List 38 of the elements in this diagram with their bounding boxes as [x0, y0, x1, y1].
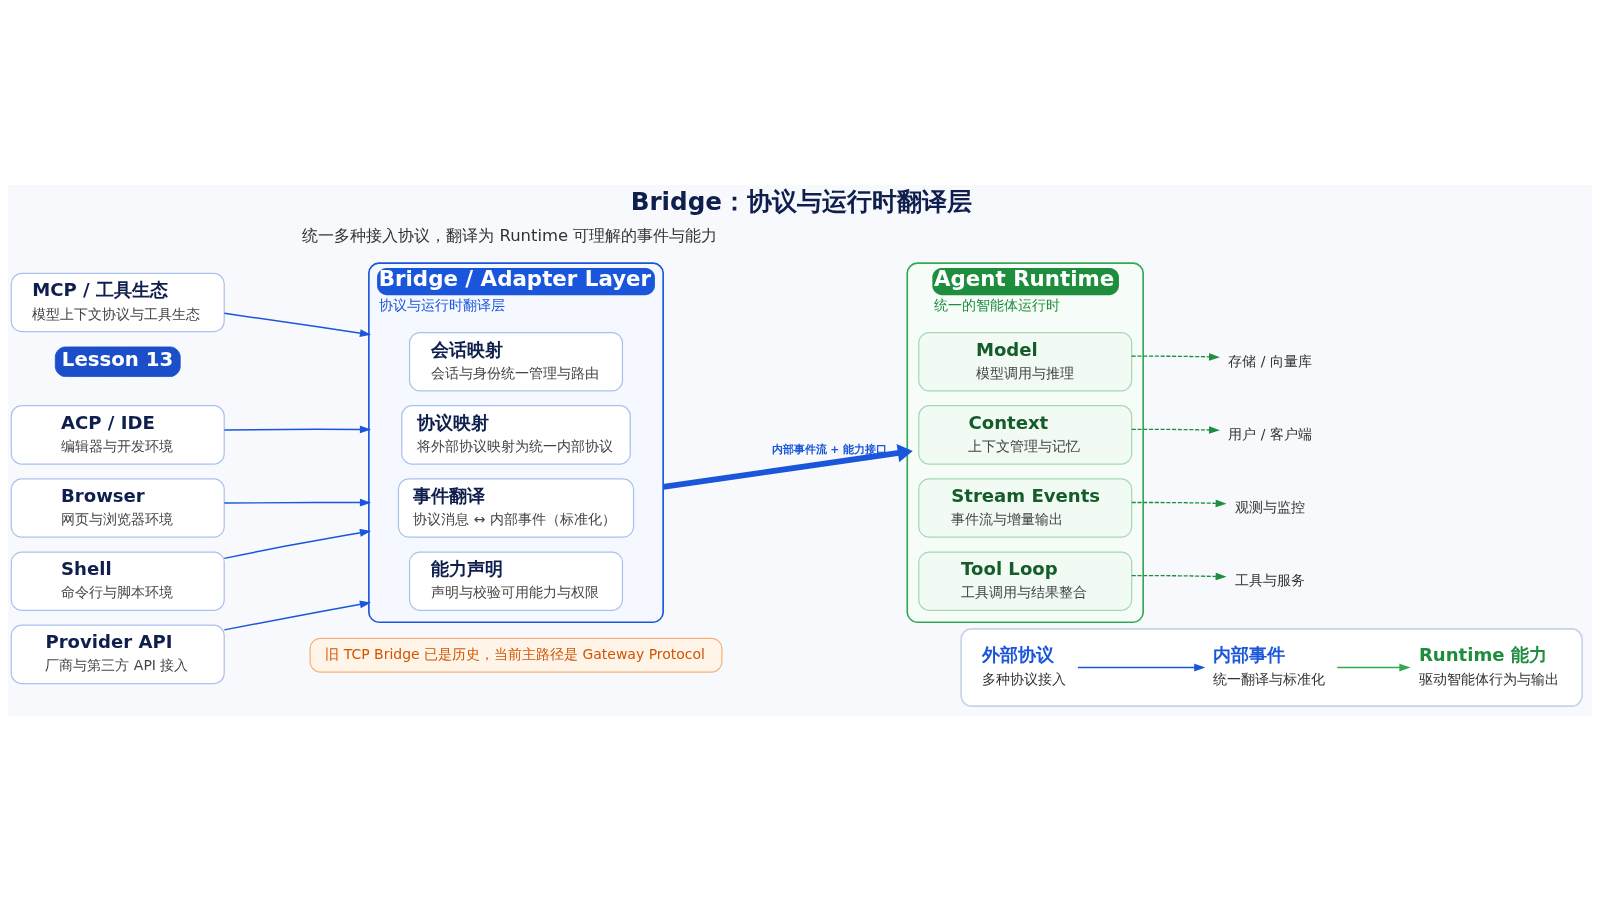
node-box: Provider API 厂商与第三方 API 接入	[10, 624, 225, 684]
node-text: 用户 / 客户端	[1228, 425, 1312, 442]
arrow	[223, 498, 372, 507]
node-box: Stream Events 事件流与增量输出	[918, 477, 1133, 538]
node-box: Shell 命令行与脚本环境	[10, 550, 225, 611]
node-text: 外部协议 多种协议接入	[982, 643, 1067, 687]
node-text: 观测与监控	[1234, 498, 1305, 515]
node-box: Browser 网页与浏览器环境	[10, 477, 225, 538]
node-box: 事件翻译 协议消息 ↔ 内部事件（标准化）	[397, 477, 635, 538]
arrow	[1077, 663, 1206, 671]
edge-label: 内部事件流 + 能力接口	[771, 442, 888, 456]
node-text: 工具与服务	[1234, 571, 1305, 588]
node-text: 存储 / 向量库	[1228, 352, 1312, 369]
node-text: 内部事件 统一翻译与标准化	[1213, 643, 1326, 687]
arrow	[223, 312, 372, 337]
arrow	[1131, 352, 1220, 361]
arrow	[1131, 499, 1227, 507]
diagram-title: Bridge：协议与运行时翻译层	[630, 186, 973, 216]
node-box: Tool Loop 工具调用与结果整合	[918, 550, 1133, 611]
node-box: 协议映射 将外部协议映射为统一内部协议	[401, 404, 631, 465]
node-box: 旧 TCP Bridge 已是历史，当前主路径是 Gateway Protocol	[309, 637, 723, 673]
node-box: MCP / 工具生态 模型上下文协议与工具生态	[10, 272, 225, 332]
arrow	[223, 425, 372, 433]
arrow	[1131, 425, 1220, 434]
arrow	[1131, 572, 1227, 580]
arrow	[1336, 663, 1411, 671]
node-text: Runtime 能力 驱动智能体行为与输出	[1418, 643, 1559, 687]
arrow	[223, 528, 372, 559]
label: 统一多种接入协议，翻译为 Runtime 可理解的事件与能力	[302, 225, 718, 245]
cluster	[960, 627, 1583, 707]
node-box: 能力声明 声明与校验可用能力与权限	[408, 550, 624, 611]
node-box: 会话映射 会话与身份统一管理与路由	[408, 331, 624, 392]
node-box: Model 模型调用与推理	[918, 331, 1133, 392]
label: Lesson 13	[61, 347, 174, 371]
node-box: Context 上下文管理与记忆	[918, 404, 1133, 465]
arrow	[223, 600, 372, 631]
arrow	[662, 443, 913, 490]
node-box: ACP / IDE 编辑器与开发环境	[10, 404, 225, 465]
